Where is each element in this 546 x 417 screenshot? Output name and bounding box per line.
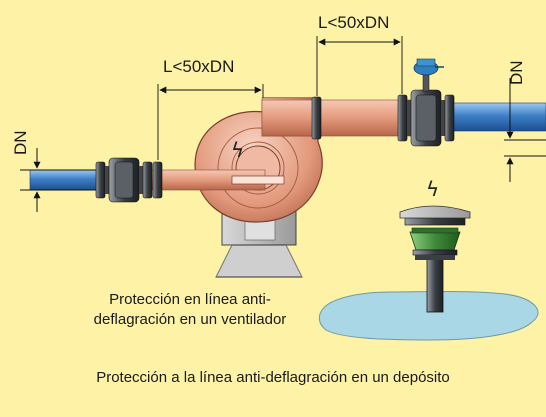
outlet-pipe-blue <box>439 102 546 132</box>
tank-liquid <box>318 291 539 341</box>
dn-label-left: DN <box>11 130 30 155</box>
lightning-icon-fan: ϟ <box>231 138 244 162</box>
lightning-icon-tank: ϟ <box>426 177 439 201</box>
inlet-pipe-blue <box>29 169 106 191</box>
dn-label-right: DN <box>507 60 526 85</box>
inline-flame-arrester-fan <box>95 157 153 203</box>
pipe-flange-outlet <box>311 96 322 140</box>
dimension-label-outlet: L<50xDN <box>318 13 389 32</box>
tank-flame-arrester <box>399 205 471 313</box>
pipe-flange-left <box>152 161 163 199</box>
dn-dimension-right <box>504 78 546 182</box>
dn-dimension-left <box>20 148 96 212</box>
dimension-fan-distance <box>157 84 264 160</box>
fan-shaft <box>231 175 285 185</box>
dimension-label-fan: L<50xDN <box>163 57 234 76</box>
temperature-sensor <box>413 58 444 92</box>
caption-fan-line1: Protección en línea anti- <box>109 291 271 308</box>
caption-fan: Protección en línea anti- deflagración e… <box>80 290 300 330</box>
dimension-outlet-distance <box>316 36 403 96</box>
caption-fan-line2: deflagración en un ventilador <box>93 311 287 328</box>
inline-flame-arrester-outlet <box>397 89 455 147</box>
outlet-pipe-copper-horizontal <box>261 99 413 137</box>
caption-tank: Protección a la línea anti-deflagración … <box>96 369 450 386</box>
